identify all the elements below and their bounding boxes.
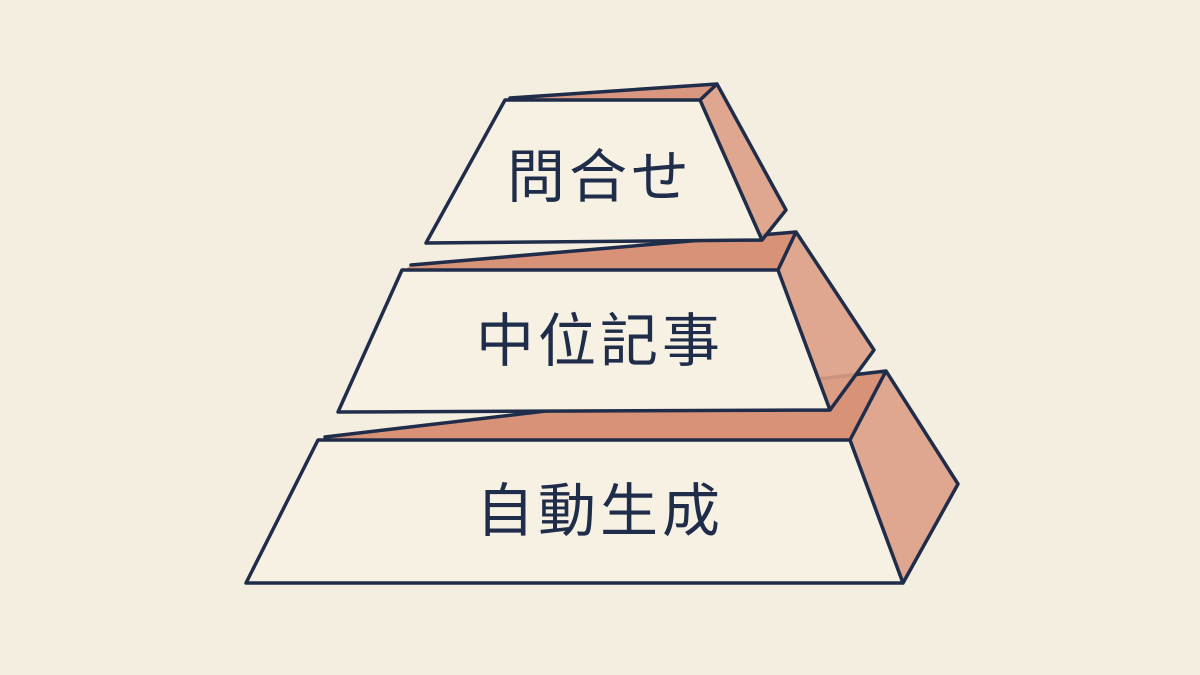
tier-middle-face [338, 270, 830, 412]
tier-top-side [700, 84, 786, 240]
tier-middle-side [778, 232, 874, 410]
tier-middle [336, 230, 876, 414]
tier-bottom-face [246, 440, 903, 583]
tier-bottom-label: 自動生成 [475, 477, 724, 545]
tier-top [424, 82, 788, 245]
tier-middle-label: 中位記事 [475, 307, 724, 375]
tier-top-face [426, 100, 762, 243]
tier-top-label: 問合せ [506, 143, 693, 211]
tier-top-outline [424, 82, 788, 245]
